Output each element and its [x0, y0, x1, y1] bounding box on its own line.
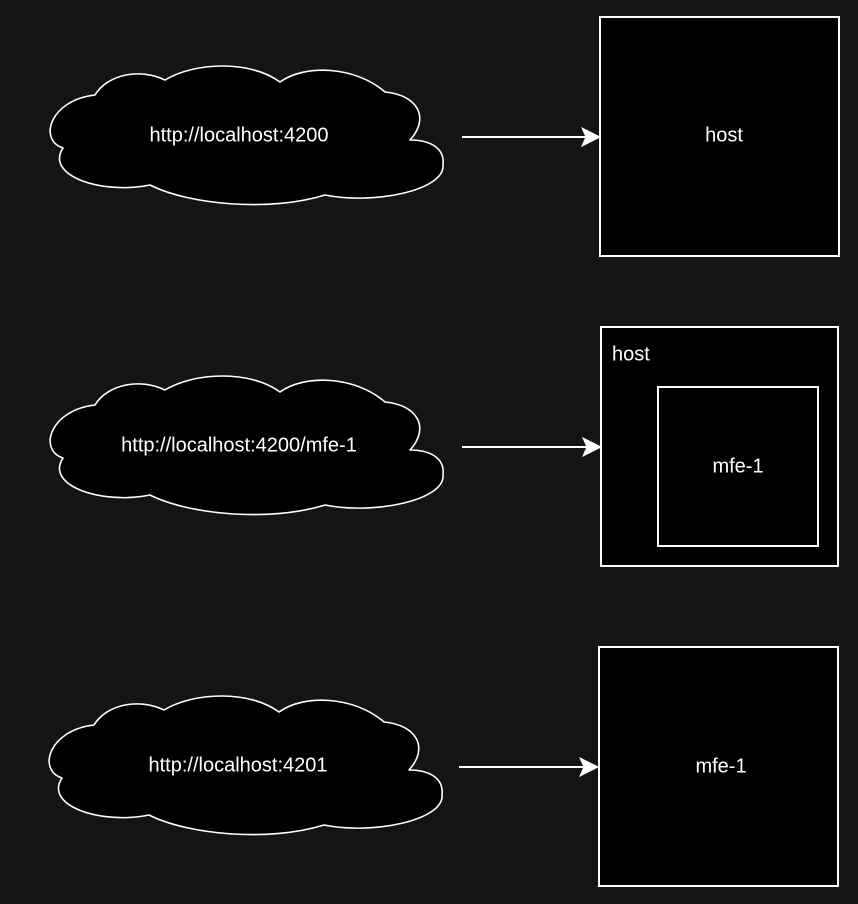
app-frame [598, 646, 839, 887]
url-cloud-2: http://localhost:4200/mfe-1 [49, 375, 444, 516]
url-label: http://localhost:4201 [148, 754, 327, 776]
arrow-1 [462, 126, 602, 148]
app-frame [599, 16, 840, 257]
app-box-mfe-1: mfe-1 [598, 646, 839, 887]
app-box-host-with-mfe: host mfe-1 [600, 326, 839, 567]
url-label: http://localhost:4200/mfe-1 [121, 434, 357, 456]
url-cloud-3: http://localhost:4201 [48, 695, 443, 836]
nested-app-label: mfe-1 [712, 455, 763, 477]
app-label: host [705, 124, 743, 146]
nested-app-box-mfe-1: mfe-1 [657, 386, 819, 547]
app-label: host [612, 343, 650, 365]
arrowhead-icon [578, 756, 600, 778]
app-box-host: host [599, 16, 840, 257]
arrow-2 [462, 436, 603, 458]
cloud-shape [49, 375, 444, 516]
cloud-shape [49, 65, 444, 206]
cloud-shape [48, 695, 443, 836]
arrow-3 [459, 756, 600, 778]
url-cloud-1: http://localhost:4200 [49, 65, 444, 206]
app-label: mfe-1 [695, 755, 746, 777]
nested-app-frame [657, 386, 819, 547]
arrowhead-icon [580, 126, 602, 148]
arrowhead-icon [581, 436, 603, 458]
url-label: http://localhost:4200 [149, 124, 328, 146]
